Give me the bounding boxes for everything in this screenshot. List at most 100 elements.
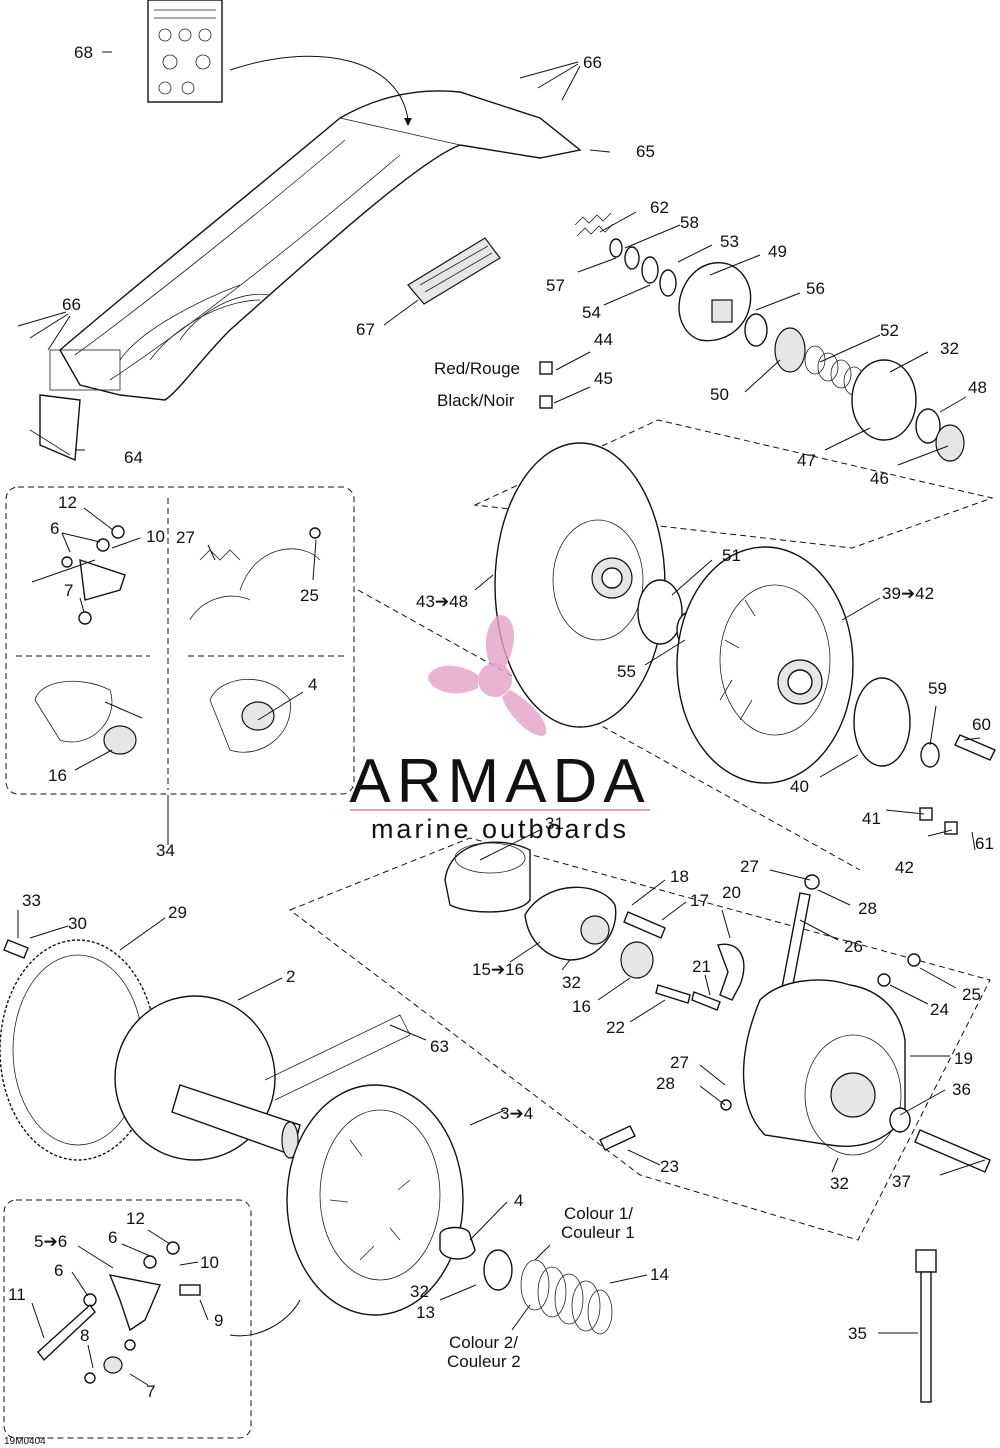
callout-label: 23 [660, 1157, 679, 1176]
sliding-half-43-48 [494, 442, 666, 728]
callout-label: 66 [583, 53, 602, 72]
sheave-2 [114, 995, 301, 1161]
callout-label: 53 [720, 232, 739, 251]
callout-label: 48 [968, 378, 987, 397]
callout-label: 29 [168, 903, 187, 922]
detail-box-parts [31, 525, 321, 755]
callout-label: 65 [636, 142, 655, 161]
callout-label: 2 [286, 967, 295, 986]
callout-label: 50 [710, 385, 729, 404]
callout-label: 32 [940, 339, 959, 358]
callout-label: 61 [975, 834, 994, 853]
callout-label: 45 [594, 369, 613, 388]
callout-label: 56 [806, 279, 825, 298]
callout-label: 55 [617, 662, 636, 681]
callout-label: 19 [954, 1049, 973, 1068]
callout-label: 46 [870, 469, 889, 488]
note-black-noir: Black/Noir [437, 391, 515, 410]
callout-label: 27 [176, 528, 195, 547]
spider-15-16 [524, 886, 617, 961]
callout-label: 15➔16 [472, 960, 524, 979]
callout-label: 32 [562, 973, 581, 992]
callout-label: 27 [740, 857, 759, 876]
callout-label: 62 [650, 198, 669, 217]
callout-label: 11 [8, 1285, 26, 1304]
leader-lines [17, 51, 986, 1386]
figure-reference-code: 19M0404 [4, 1436, 46, 1447]
callout-label: 16 [572, 997, 591, 1016]
callout-label: 10 [146, 527, 165, 546]
belt-guard [29, 90, 582, 462]
note-red-rouge: Red/Rouge [434, 359, 520, 378]
detail-box-upper-left [5, 486, 355, 795]
callout-label: 33 [22, 891, 41, 910]
callout-label: 52 [880, 321, 899, 340]
callout-label: 51 [722, 546, 741, 565]
callout-label: 32 [410, 1282, 429, 1301]
callout-label: 5➔6 [34, 1232, 67, 1251]
watermark-brand: ARMADA [349, 747, 650, 816]
callout-label: 14 [650, 1265, 669, 1284]
callout-label: 59 [928, 679, 947, 698]
callout-label: 7 [64, 581, 73, 600]
watermark: ARMADA marine outboards [349, 615, 650, 844]
callout-label: 67 [356, 320, 375, 339]
lower-detail-parts [37, 1241, 201, 1384]
fixed-half-39-42 [676, 546, 854, 784]
detail-box-lower-left [3, 1199, 252, 1439]
callout-label: 24 [930, 1000, 949, 1019]
callout-label: 58 [680, 213, 699, 232]
callout-label: 17 [690, 891, 709, 910]
callout-label: 22 [606, 1018, 625, 1037]
watermark-tagline: marine outboards [371, 814, 629, 844]
callout-label: 54 [582, 303, 601, 322]
callout-label: 25 [300, 586, 319, 605]
sheave-3-4 [286, 1084, 464, 1316]
callout-label: 16 [48, 766, 67, 785]
cam-19 [742, 979, 906, 1156]
callout-label: 39➔42 [882, 584, 934, 603]
callout-label: 47 [797, 451, 816, 470]
note-couleur-2: Couleur 2 [447, 1352, 521, 1371]
callout-label: 68 [74, 43, 93, 62]
cam-assembly-frame [288, 837, 991, 1241]
callout-label: 64 [124, 448, 143, 467]
callout-label: 12 [58, 493, 77, 512]
callout-label: 13 [416, 1303, 435, 1322]
callout-label: 6 [54, 1261, 63, 1280]
callout-label: 30 [68, 914, 87, 933]
callout-label: 66 [62, 295, 81, 314]
spring-62 [574, 212, 614, 237]
callout-label: 26 [844, 937, 863, 956]
callout-label: 49 [768, 242, 787, 261]
callout-label: 28 [858, 899, 877, 918]
callout-label: 60 [972, 715, 991, 734]
callout-label: 63 [430, 1037, 449, 1056]
callout-label: 57 [546, 276, 565, 295]
callout-label: 3➔4 [500, 1104, 533, 1123]
callout-label: 21 [692, 957, 711, 976]
callout-label: 27 [670, 1053, 689, 1072]
puller-tool-35 [915, 1249, 937, 1403]
callout-label: 7 [146, 1382, 155, 1401]
callout-label: 10 [200, 1253, 219, 1272]
callout-label: 31 [545, 814, 564, 833]
callout-label: 4 [308, 675, 317, 694]
callout-label: 9 [214, 1311, 223, 1330]
callout-label: 43➔48 [416, 592, 468, 611]
callout-label: 12 [126, 1209, 145, 1228]
note-colour-1: Colour 1/ [564, 1204, 633, 1223]
ramp-31 [444, 841, 531, 913]
callout-label: 36 [952, 1080, 971, 1099]
callout-label: 20 [722, 883, 741, 902]
belt-63 [264, 1014, 411, 1101]
callout-label: 34 [156, 841, 175, 860]
callout-label: 6 [108, 1228, 117, 1247]
spring-14 [520, 1259, 613, 1335]
callout-label: 44 [594, 330, 613, 349]
note-colour-2: Colour 2/ [449, 1333, 518, 1352]
callout-label: 28 [656, 1074, 675, 1093]
propeller-logo-icon [428, 615, 547, 736]
callout-label: 41 [862, 809, 881, 828]
warning-decal [147, 0, 223, 103]
